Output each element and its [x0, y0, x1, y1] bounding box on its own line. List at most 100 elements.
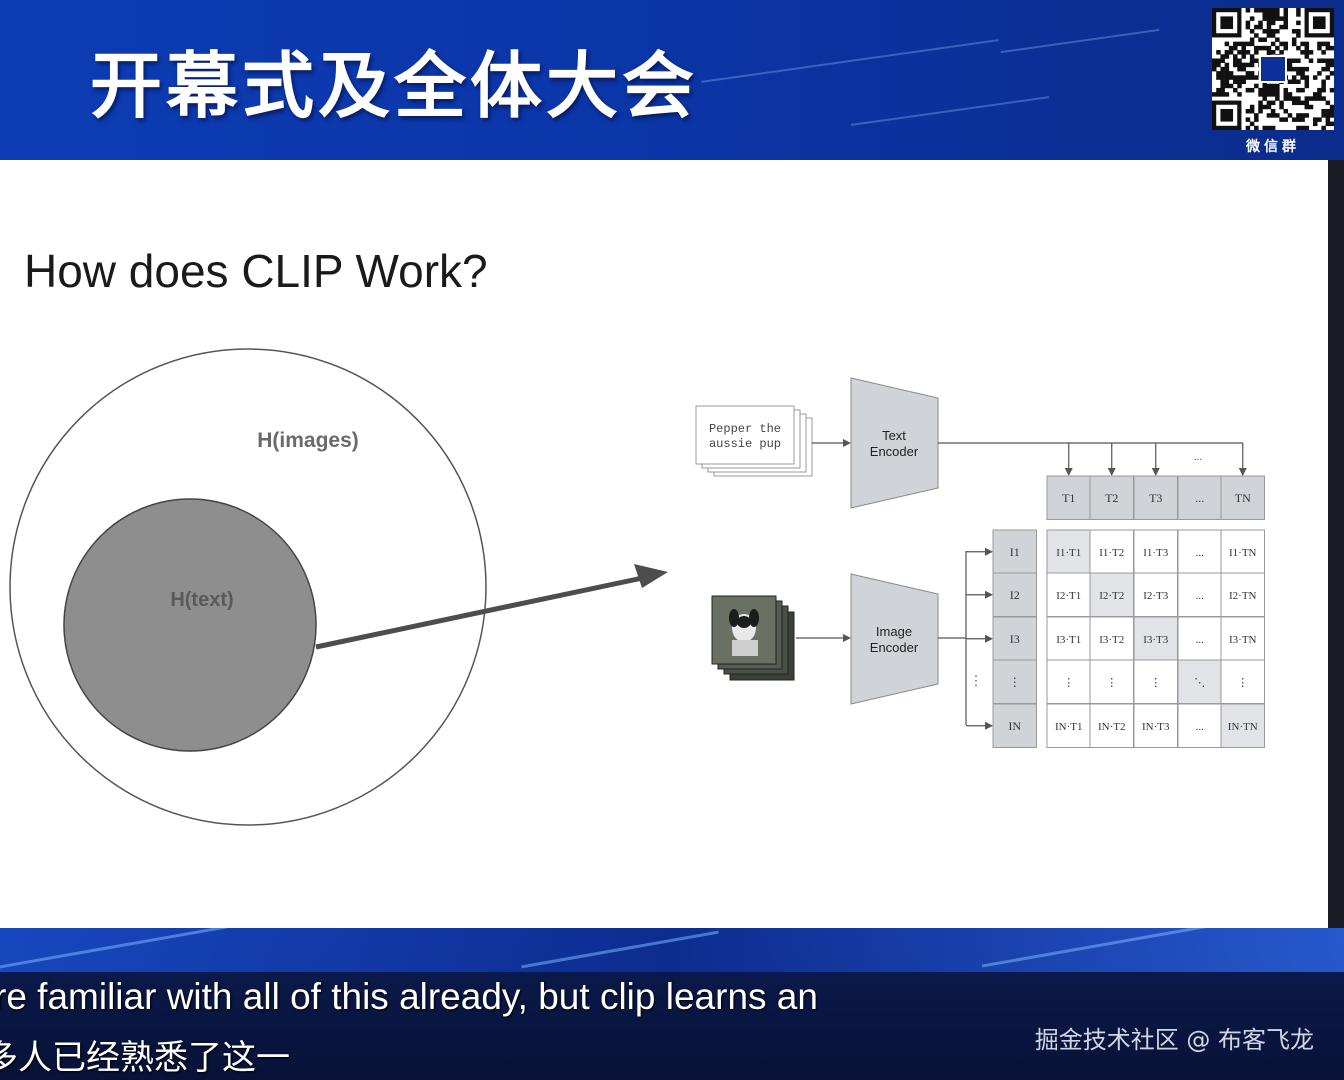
image-feature-cell [992, 703, 1037, 748]
matrix-cell-label: I1·TN [1229, 547, 1257, 559]
matrix-cell-label: I2·T3 [1143, 590, 1169, 602]
matrix-cell-label: ⋮ [1106, 677, 1117, 689]
text-feature-label: T1 [1062, 491, 1075, 505]
arrow-head-icon [1238, 468, 1247, 476]
image-feature-label: IN [1008, 719, 1021, 733]
matrix-cell-label: I2·T2 [1099, 590, 1124, 602]
clip-architecture-diagram: Pepper the aussie pup Text Encoder ... T… [695, 377, 1265, 748]
arrow-head-icon [843, 439, 851, 447]
matrix-cell-label: I3·T1 [1056, 634, 1081, 646]
matrix-cell [1133, 659, 1178, 704]
matrix-cell-label: I3·TN [1229, 634, 1257, 646]
matrix-cell [1177, 572, 1222, 617]
arrow-head-icon [985, 590, 993, 599]
matrix-cell [1046, 572, 1091, 617]
banner-streak [701, 39, 999, 83]
matrix-diagonal-cell [1220, 703, 1265, 748]
text-feature-label: T3 [1149, 491, 1162, 505]
matrix-cell-label: I2·TN [1229, 590, 1257, 602]
text-encoder-label-1: Text [882, 428, 906, 443]
event-title: 开幕式及全体大会 [90, 44, 699, 128]
matrix-cell-label: ⋮ [1063, 677, 1074, 689]
text-input-stack: Pepper the aussie pup [695, 405, 813, 477]
matrix-cell [1177, 616, 1222, 661]
arrow-head-icon [1107, 468, 1116, 476]
arrow-head-icon [985, 634, 993, 643]
subtitle-english: re familiar with all of this already, bu… [0, 976, 818, 1017]
top-ellipsis: ... [1194, 451, 1203, 463]
image-feature-label: ⋮ [1009, 675, 1021, 689]
matrix-cell [1133, 529, 1178, 574]
matrix-cell-label: ... [1196, 547, 1205, 559]
text-input-line-2: aussie pup [709, 437, 781, 451]
matrix-cell-label: IN·T3 [1142, 721, 1170, 733]
matrix-cell [1089, 659, 1134, 704]
matrix-cell-label: I1·T3 [1143, 547, 1169, 559]
matrix-cell [1220, 659, 1265, 704]
arrow-head-icon [985, 547, 993, 556]
text-feature-cell [1220, 475, 1265, 520]
banner-streak [850, 96, 1050, 126]
community-watermark: 掘金技术社区 @ 布客飞龙 [1034, 1026, 1314, 1054]
matrix-cell-label: I2·T1 [1056, 590, 1081, 602]
image-feature-cell [992, 572, 1037, 617]
text-circle [63, 498, 317, 752]
text-feature-label: ... [1195, 491, 1204, 505]
matrix-cell [1089, 703, 1134, 748]
matrix-cell-label: I1·T2 [1099, 547, 1124, 559]
text-label: H(text) [170, 589, 233, 611]
image-feature-label: I2 [1010, 588, 1020, 602]
image-feature-label: I1 [1010, 545, 1020, 559]
image-feature-cell [992, 659, 1037, 704]
matrix-cell-label: IN·T1 [1055, 721, 1083, 733]
matrix-cell-label: I3·T3 [1143, 634, 1169, 646]
text-input-line-1: Pepper the [709, 422, 781, 436]
matrix-cell-label: ⋮ [1150, 677, 1161, 689]
matrix-cell [1220, 572, 1265, 617]
arrow-head-icon [985, 721, 993, 730]
matrix-cell [1089, 616, 1134, 661]
image-input-stack [711, 595, 795, 681]
image-encoder-label-2: Encoder [870, 640, 919, 655]
banner-streak [1000, 28, 1160, 54]
image-encoder-block [850, 573, 939, 705]
matrix-cell-label: IN·T2 [1098, 721, 1126, 733]
matrix-diagonal-cell [1046, 529, 1091, 574]
arrow-head-icon [1151, 468, 1160, 476]
text-feature-cell [1089, 475, 1134, 520]
matrix-cell [1177, 703, 1222, 748]
matrix-cell [1133, 703, 1178, 748]
slide-title: How does CLIP Work? [24, 245, 488, 297]
text-feature-cell [1046, 475, 1091, 520]
projection-arrow [315, 573, 653, 650]
matrix-cell [1046, 703, 1091, 748]
matrix-cell-label: ⋱ [1194, 677, 1205, 689]
subtitle-chinese: 多人已经熟悉了这一 [0, 1038, 290, 1078]
matrix-diagonal-cell [1089, 572, 1134, 617]
arrow-head-icon [634, 564, 668, 588]
matrix-cell-label: ... [1196, 721, 1205, 733]
qr-code-icon [1212, 8, 1334, 130]
matrix-cell-label: I3·T2 [1099, 634, 1124, 646]
text-feature-label: T2 [1105, 491, 1118, 505]
entropy-venn-diagram: H(images) H(text) [9, 348, 668, 826]
side-vertical-ellipsis: ⋮ [970, 673, 983, 688]
matrix-cell-label: ... [1196, 590, 1205, 602]
arrow-head-icon [1064, 468, 1073, 476]
matrix-cell-label: ... [1196, 634, 1205, 646]
text-feature-drops [1064, 443, 1247, 476]
text-feature-cell [1133, 475, 1178, 520]
footer-banner: re familiar with all of this already, bu… [0, 928, 1344, 1080]
matrix-diagonal-cell [1133, 616, 1178, 661]
matrix-diagonal-cell [1177, 659, 1222, 704]
header-banner: 开幕式及全体大会 微信群 [0, 0, 1344, 160]
matrix-cell-label: I1·T1 [1056, 547, 1081, 559]
matrix-cell-label: ⋮ [1237, 677, 1248, 689]
text-encoder-label-2: Encoder [870, 444, 919, 459]
image-feature-drops [966, 547, 993, 730]
presentation-slide: How does CLIP Work? H(images) H(text) Pe… [0, 160, 1328, 928]
screen-edge [1328, 160, 1344, 928]
similarity-matrix: I1·T1 I1·T2 I1·T3... I1·TN I2·T1 I2·T2 I2·T3..… [1046, 529, 1265, 748]
wechat-qr-block: 微信群 [1212, 8, 1334, 156]
